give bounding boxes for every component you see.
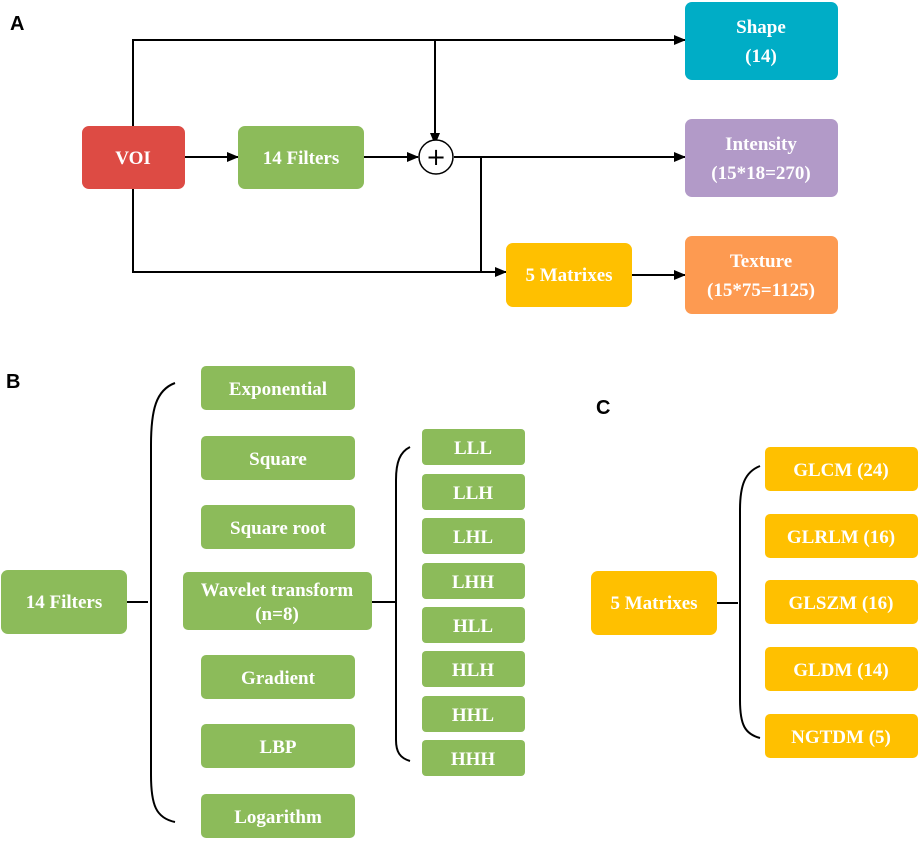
intensity-label: Intensity (725, 134, 797, 155)
wavelet-label-llh: LLH (453, 483, 493, 504)
wavelet-label-hhl: HHL (452, 705, 494, 726)
wavelet-brace (395, 446, 411, 762)
matrix-item-glszm: GLSZM (16) (765, 580, 918, 624)
filter-item-wavelet: Wavelet transform (n=8) (183, 572, 372, 630)
matrixes-root-box: 5 Matrixes (591, 571, 717, 635)
filter-label-gradient: Gradient (241, 668, 316, 689)
sum-node: + (418, 139, 454, 175)
filters-label: 14 Filters (263, 148, 340, 169)
filter-label-wavelet: Wavelet transform (201, 580, 354, 601)
matrix-item-glrlm: GLRLM (16) (765, 514, 918, 558)
filter-label-square: Square (249, 449, 307, 470)
matrix-item-gldm: GLDM (14) (765, 647, 918, 691)
intensity-box: Intensity (15*18=270) (685, 119, 838, 197)
filter-label-logarithm: Logarithm (234, 807, 322, 828)
wavelet-label-lll: LLL (454, 438, 492, 459)
intensity-count: (15*18=270) (711, 163, 810, 184)
filter-label-square-root: Square root (230, 518, 327, 539)
wavelet-item-hlh: HLH (422, 651, 525, 687)
shape-label: Shape (736, 17, 786, 38)
wavelet-item-llh: LLH (422, 474, 525, 510)
filter-item-square-root: Square root (201, 505, 355, 549)
wavelet-item-lhl: LHL (422, 518, 525, 554)
filter-item-lbp: LBP (201, 724, 355, 768)
wavelet-label-lhl: LHL (453, 527, 493, 548)
filter-label-exponential: Exponential (229, 379, 327, 400)
voi-label: VOI (115, 148, 151, 169)
wavelet-item-hhh: HHH (422, 740, 525, 776)
matrix-item-glcm: GLCM (24) (765, 447, 918, 491)
matrixes-brace (739, 465, 761, 739)
matrix-label-glszm: GLSZM (16) (788, 593, 893, 614)
wavelet-label-hlh: HLH (452, 660, 494, 681)
panel-a-connectors (132, 35, 686, 280)
wavelet-label-hll: HLL (453, 616, 493, 637)
texture-label: Texture (730, 251, 792, 272)
matrixes-root-label: 5 Matrixes (610, 593, 697, 614)
filter-label-lbp: LBP (260, 737, 297, 758)
matrix-label-gldm: GLDM (14) (793, 660, 889, 681)
matrix-label-glcm: GLCM (24) (793, 460, 889, 481)
matrix-label-glrlm: GLRLM (16) (787, 527, 895, 548)
filters-box: 14 Filters (238, 126, 364, 189)
filters-root-label: 14 Filters (26, 592, 103, 613)
matrix-label-ngtdm: NGTDM (5) (791, 727, 891, 748)
panel-label-c: C (596, 397, 610, 419)
matrix-item-ngtdm: NGTDM (5) (765, 714, 918, 758)
wavelet-item-lll: LLL (422, 429, 525, 465)
texture-count: (15*75=1125) (707, 280, 815, 301)
filter-item-exponential: Exponential (201, 366, 355, 410)
shape-box: Shape (14) (685, 2, 838, 80)
wavelet-item-hll: HLL (422, 607, 525, 643)
plus-icon: + (426, 143, 446, 171)
wavelet-item-lhh: LHH (422, 563, 525, 599)
voi-box: VOI (82, 126, 185, 189)
panel-label-b: B (6, 371, 20, 393)
matrixes-label-a: 5 Matrixes (525, 265, 612, 286)
filters-brace (150, 382, 176, 823)
filter-item-gradient: Gradient (201, 655, 355, 699)
filter-label-wavelet-n: (n=8) (255, 604, 299, 625)
filter-item-logarithm: Logarithm (201, 794, 355, 838)
wavelet-label-hhh: HHH (451, 749, 496, 770)
filters-root-box: 14 Filters (1, 570, 127, 634)
filter-item-square: Square (201, 436, 355, 480)
matrixes-box-a: 5 Matrixes (506, 243, 632, 307)
wavelet-label-lhh: LHH (452, 572, 494, 593)
panel-label-a: A (10, 13, 24, 35)
wavelet-item-hhl: HHL (422, 696, 525, 732)
texture-box: Texture (15*75=1125) (685, 236, 838, 314)
shape-count: (14) (745, 46, 777, 67)
